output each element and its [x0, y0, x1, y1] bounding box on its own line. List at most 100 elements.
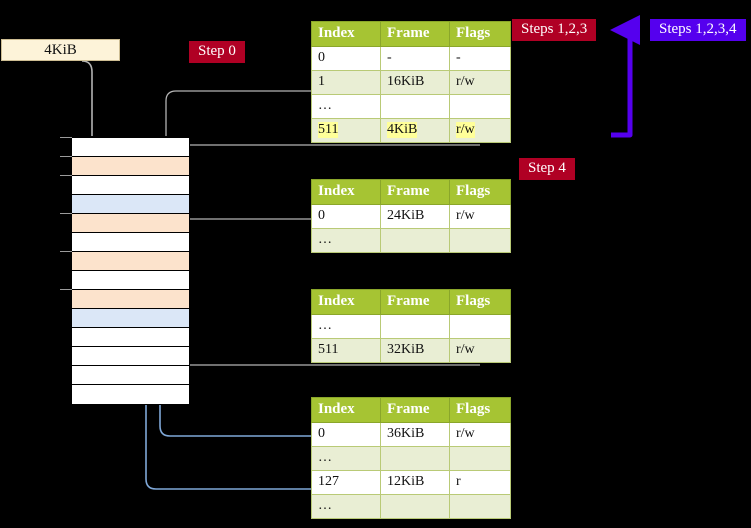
- cell-index: 127: [311, 470, 381, 495]
- cell-flags: r/w: [449, 422, 511, 447]
- memory-frame: [72, 252, 189, 271]
- cell-value: r: [456, 474, 461, 489]
- cell-flags: r/w: [449, 118, 511, 143]
- cell-frame: [380, 494, 450, 519]
- column-header-flags: Flags: [449, 289, 511, 315]
- cell-index: …: [311, 94, 381, 119]
- page-table-level-3: Index Frame Flags 0 24KiB r/w …: [311, 179, 511, 253]
- memory-frame: [72, 328, 189, 347]
- memory-frame: [72, 195, 189, 214]
- physical-memory-column: [71, 136, 190, 405]
- cell-value: 127: [318, 474, 339, 489]
- table-header-row: Index Frame Flags: [311, 179, 511, 205]
- cell-value: 4KiB: [387, 122, 418, 138]
- memory-frame: [72, 385, 189, 404]
- cell-value: 0: [318, 50, 325, 65]
- memory-tick: [60, 137, 72, 138]
- cell-frame: -: [380, 46, 450, 71]
- cell-index: …: [311, 446, 381, 471]
- memory-frame: [72, 309, 189, 328]
- cell-index: 0: [311, 204, 381, 229]
- table-row: 0 - -: [311, 46, 511, 71]
- badge-step-0: Step 0: [189, 41, 245, 63]
- table-row: …: [311, 228, 511, 253]
- cell-index: …: [311, 228, 381, 253]
- size-box-4kib: 4KiB: [1, 39, 120, 61]
- cell-frame: 32KiB: [380, 338, 450, 363]
- cell-value: r/w: [456, 426, 475, 441]
- cell-flags: r/w: [449, 204, 511, 229]
- cell-value: 0: [318, 208, 325, 223]
- cell-frame: [380, 446, 450, 471]
- cell-flags: [449, 228, 511, 253]
- page-table-level-2: Index Frame Flags … 511 32KiB r/w: [311, 289, 511, 363]
- cell-value: 1: [318, 74, 325, 89]
- page-table-level-4: Index Frame Flags 0 - - 1 16KiB r/w …: [311, 21, 511, 143]
- memory-tick: [60, 175, 72, 176]
- table-row: 1 16KiB r/w: [311, 70, 511, 95]
- column-header-flags: Flags: [449, 179, 511, 205]
- cell-frame: 24KiB: [380, 204, 450, 229]
- cell-flags: r: [449, 470, 511, 495]
- table-row: 127 12KiB r: [311, 470, 511, 495]
- violet-bracket-arrow: [610, 15, 640, 138]
- memory-tick: [60, 251, 72, 252]
- cell-frame: [380, 314, 450, 339]
- column-header-frame: Frame: [380, 21, 450, 47]
- cell-index: …: [311, 494, 381, 519]
- cell-value: 511: [318, 122, 339, 138]
- cell-index: 511: [311, 338, 381, 363]
- table-row: 0 36KiB r/w: [311, 422, 511, 447]
- cell-value: r/w: [456, 122, 475, 138]
- cell-value: 32KiB: [387, 342, 425, 357]
- table-row: 511 32KiB r/w: [311, 338, 511, 363]
- column-header-flags: Flags: [449, 21, 511, 47]
- badge-step-4: Step 4: [519, 158, 575, 180]
- memory-tick: [60, 213, 72, 214]
- cell-flags: r/w: [449, 70, 511, 95]
- cell-index: 0: [311, 422, 381, 447]
- column-header-index: Index: [311, 21, 381, 47]
- column-header-frame: Frame: [380, 179, 450, 205]
- cell-value: -: [387, 50, 392, 65]
- cell-value: 16KiB: [387, 74, 425, 89]
- memory-frame: [72, 271, 189, 290]
- table-header-row: Index Frame Flags: [311, 289, 511, 315]
- memory-frame: [72, 176, 189, 195]
- page-table-level-1: Index Frame Flags 0 36KiB r/w … 127 12Ki…: [311, 397, 511, 519]
- memory-frame: [72, 347, 189, 366]
- cell-flags: -: [449, 46, 511, 71]
- cell-frame: [380, 228, 450, 253]
- cell-frame: 36KiB: [380, 422, 450, 447]
- cell-flags: [449, 494, 511, 519]
- cell-frame: 12KiB: [380, 470, 450, 495]
- column-header-index: Index: [311, 179, 381, 205]
- cell-flags: [449, 446, 511, 471]
- cell-value: …: [318, 498, 332, 513]
- cell-flags: [449, 94, 511, 119]
- cell-index: 1: [311, 70, 381, 95]
- cell-value: …: [318, 98, 332, 113]
- cell-value: 24KiB: [387, 208, 425, 223]
- cell-value: 12KiB: [387, 474, 425, 489]
- cell-index: …: [311, 314, 381, 339]
- table-row: 511 4KiB r/w: [311, 118, 511, 143]
- memory-frame: [72, 290, 189, 309]
- column-header-index: Index: [311, 289, 381, 315]
- column-header-frame: Frame: [380, 289, 450, 315]
- table-row: 0 24KiB r/w: [311, 204, 511, 229]
- table-header-row: Index Frame Flags: [311, 21, 511, 47]
- cell-value: 0: [318, 426, 325, 441]
- cell-value: -: [456, 50, 461, 65]
- cell-value: …: [318, 450, 332, 465]
- wire-l4-row511: [172, 144, 480, 163]
- cell-frame: [380, 94, 450, 119]
- memory-frame: [72, 138, 189, 157]
- table-header-row: Index Frame Flags: [311, 397, 511, 423]
- memory-frame: [72, 214, 189, 233]
- cell-value: r/w: [456, 208, 475, 223]
- memory-frame: [72, 366, 189, 385]
- table-row: …: [311, 94, 511, 119]
- cell-index: 511: [311, 118, 381, 143]
- cell-value: …: [318, 232, 332, 247]
